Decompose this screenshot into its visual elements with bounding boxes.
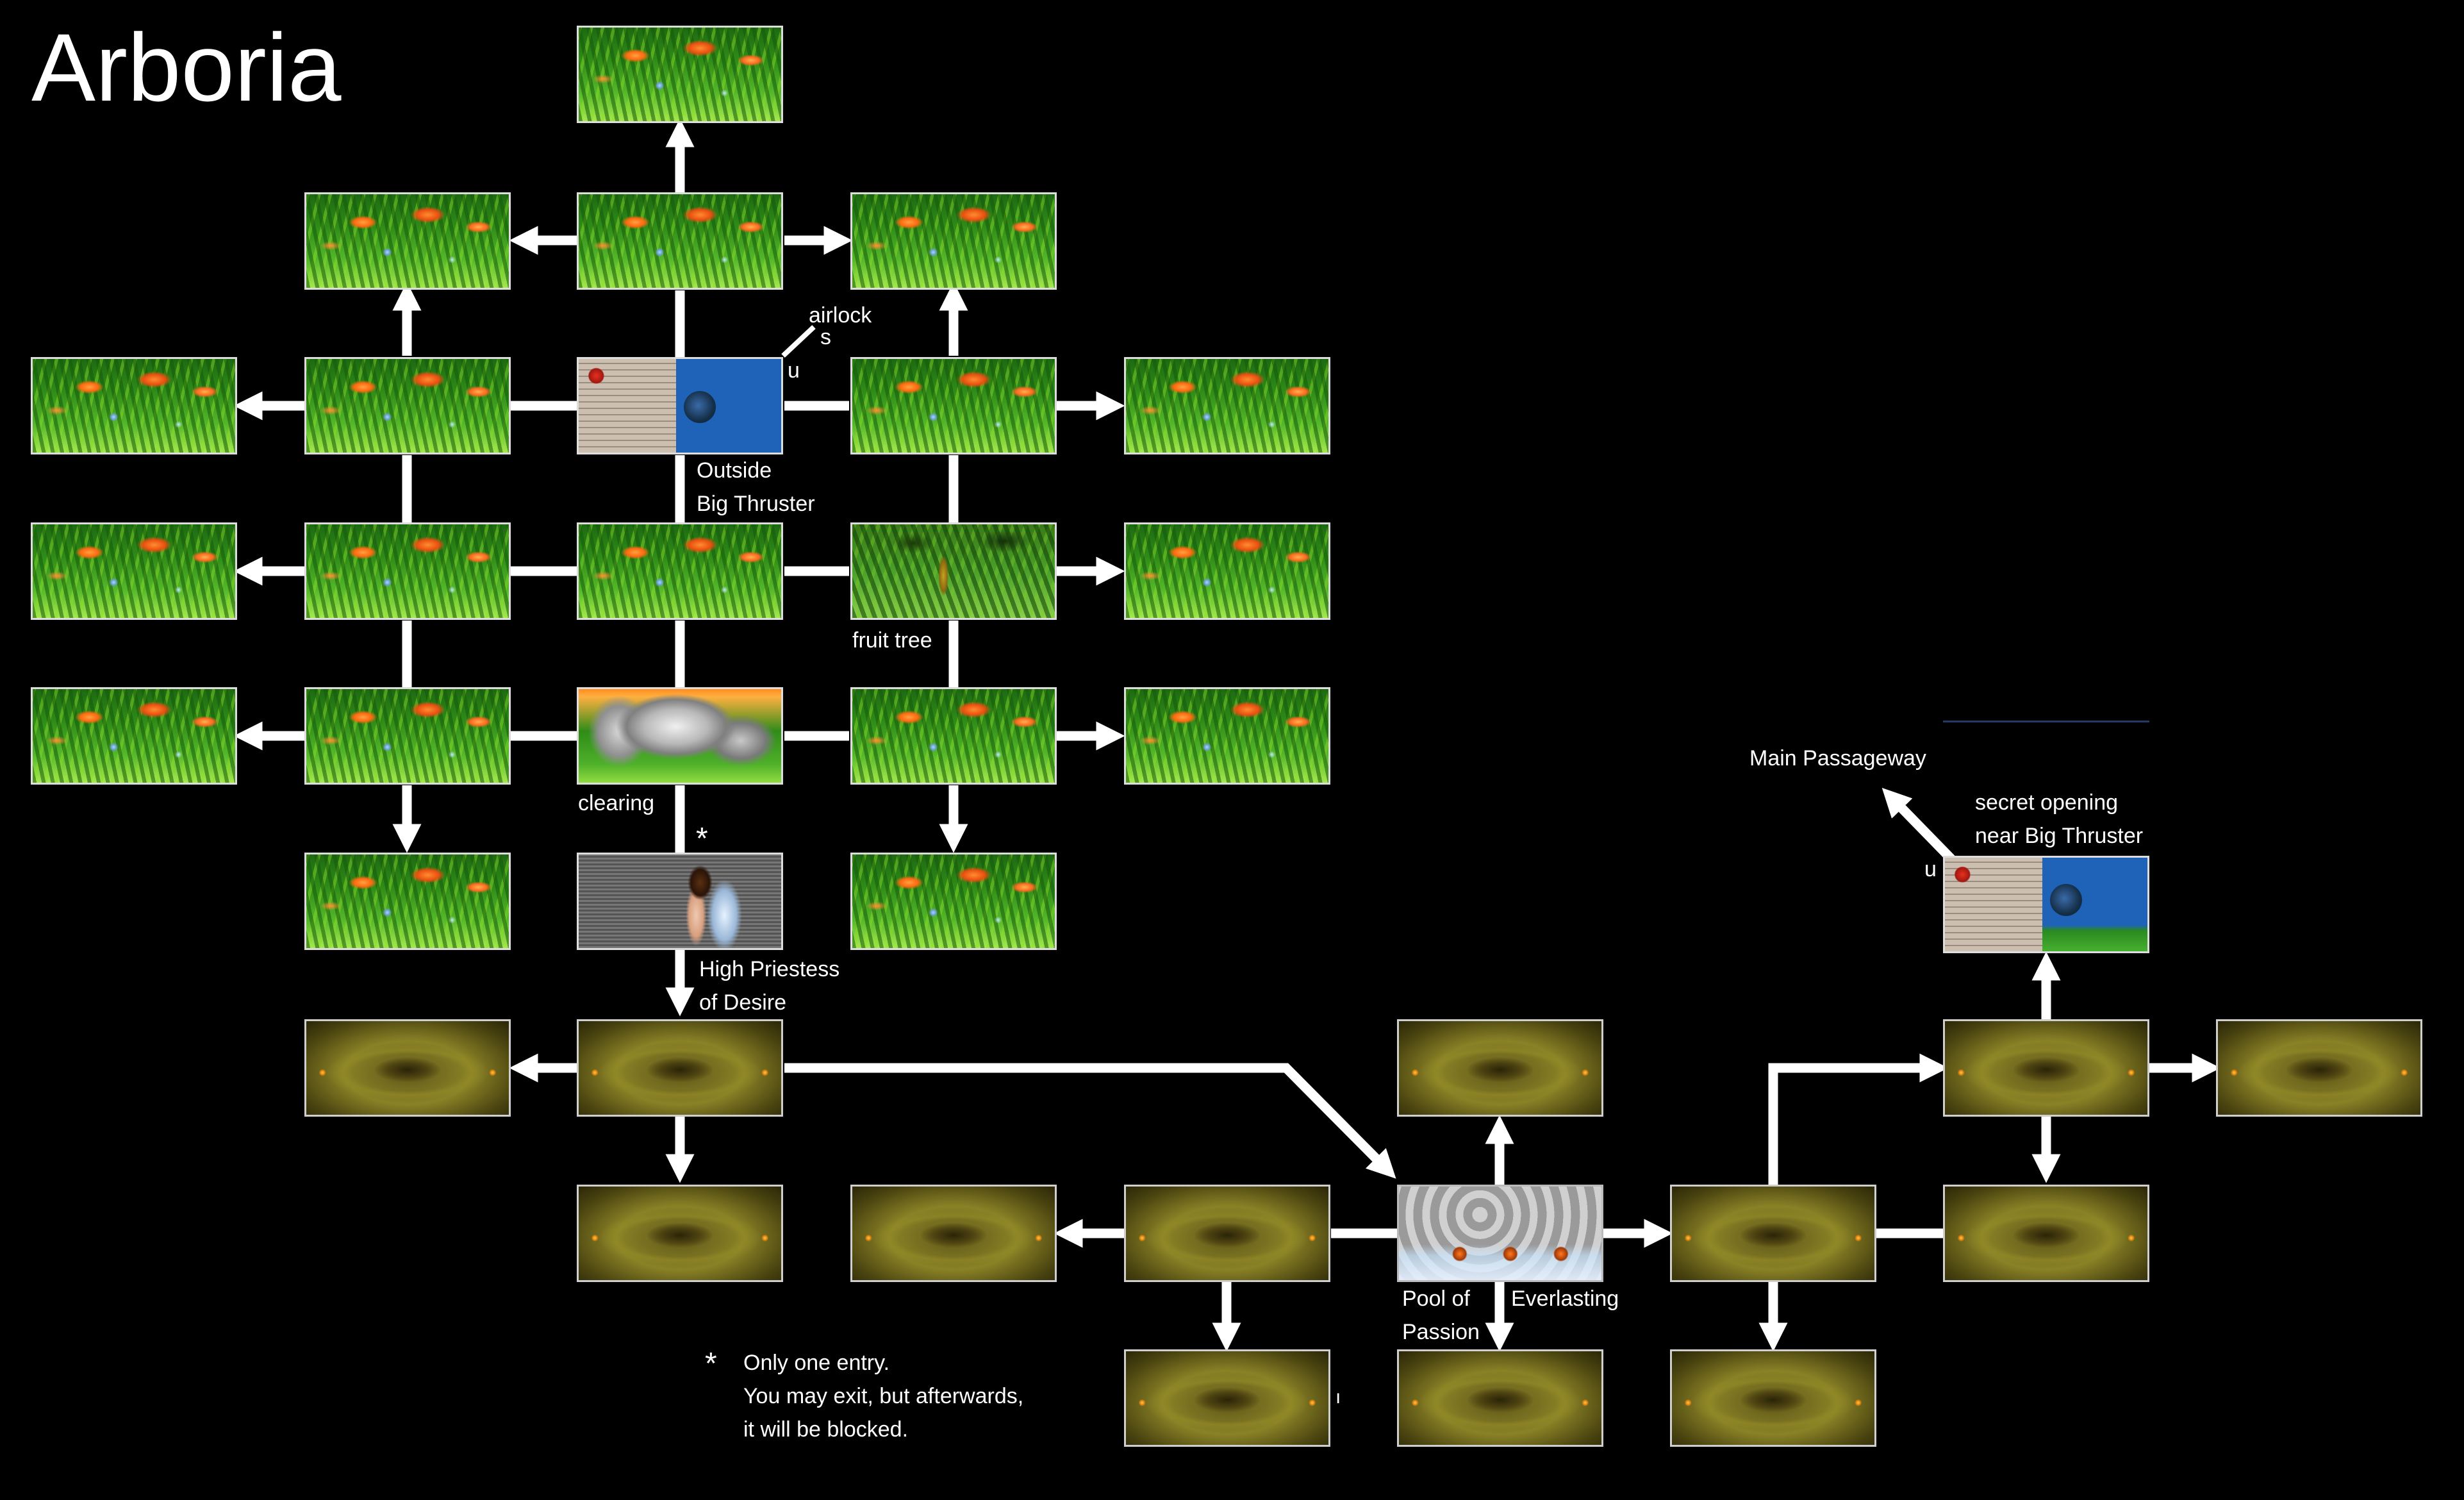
label-airlock-s: s [820, 325, 831, 349]
note-asterisk: * [705, 1347, 717, 1381]
room-jungle[interactable] [577, 26, 783, 123]
stray-mark: ı [1335, 1387, 1341, 1408]
room-jungle[interactable] [31, 357, 237, 454]
label-outside: Outside [697, 458, 772, 483]
room-jungle[interactable] [304, 192, 511, 290]
note-line: it will be blocked. [743, 1417, 909, 1442]
label-main-passageway: Main Passageway [1749, 746, 1926, 771]
room-outside-big-thruster[interactable] [577, 357, 783, 454]
room-jungle[interactable] [304, 357, 511, 454]
room-jungle[interactable] [1124, 522, 1330, 620]
room-jungle[interactable] [577, 192, 783, 290]
room-cave[interactable] [1397, 1349, 1603, 1447]
label-secret-opening: secret opening [1975, 790, 2119, 815]
room-pool-of-passion[interactable] [1397, 1185, 1603, 1282]
label-airlock: airlock [809, 303, 872, 328]
label-everlasting: Everlasting [1511, 1287, 1619, 1311]
room-jungle[interactable] [304, 687, 511, 785]
label-passion: Passion [1402, 1320, 1480, 1344]
room-jungle[interactable] [31, 522, 237, 620]
note-line: You may exit, but afterwards, [743, 1384, 1024, 1408]
room-jungle[interactable] [850, 853, 1057, 950]
room-cave[interactable] [1943, 1019, 2149, 1117]
asterisk-marker: * [696, 822, 708, 856]
label-pool-of: Pool of [1402, 1287, 1470, 1311]
room-clearing[interactable] [577, 687, 783, 785]
room-fruit-tree[interactable] [850, 522, 1057, 620]
room-cave[interactable] [1943, 1185, 2149, 1282]
room-cave[interactable] [1670, 1185, 1876, 1282]
room-jungle[interactable] [304, 853, 511, 950]
note-line: Only one entry. [743, 1351, 890, 1375]
divider-line [1943, 721, 2149, 722]
room-cave[interactable] [1124, 1349, 1330, 1447]
room-jungle[interactable] [31, 687, 237, 785]
map-title: Arboria [31, 13, 342, 121]
label-near-big-thruster: near Big Thruster [1975, 824, 2144, 848]
label-big-thruster: Big Thruster [697, 492, 815, 516]
room-secret-opening[interactable] [1943, 856, 2149, 953]
room-jungle[interactable] [850, 687, 1057, 785]
room-cave[interactable] [1670, 1349, 1876, 1447]
room-high-priestess[interactable] [577, 853, 783, 950]
room-jungle[interactable] [577, 522, 783, 620]
room-jungle[interactable] [1124, 687, 1330, 785]
link-line [1768, 1053, 1949, 1185]
room-jungle[interactable] [1124, 357, 1330, 454]
room-cave[interactable] [577, 1185, 783, 1282]
room-jungle[interactable] [850, 357, 1057, 454]
label-of-desire: of Desire [699, 990, 787, 1015]
link-line [784, 1063, 1396, 1179]
room-jungle[interactable] [304, 522, 511, 620]
room-cave[interactable] [850, 1185, 1057, 1282]
airlock-pointer [781, 325, 816, 358]
room-cave[interactable] [2216, 1019, 2422, 1117]
label-secret-u: u [1924, 857, 1937, 881]
label-fruit-tree: fruit tree [852, 628, 932, 653]
room-cave[interactable] [1124, 1185, 1330, 1282]
label-high-priestess: High Priestess [699, 957, 840, 981]
room-cave[interactable] [577, 1019, 783, 1117]
room-cave[interactable] [304, 1019, 511, 1117]
label-clearing: clearing [578, 791, 655, 815]
link-line [1881, 788, 1955, 863]
room-cave[interactable] [1397, 1019, 1603, 1117]
label-airlock-u: u [788, 358, 800, 383]
room-jungle[interactable] [850, 192, 1057, 290]
